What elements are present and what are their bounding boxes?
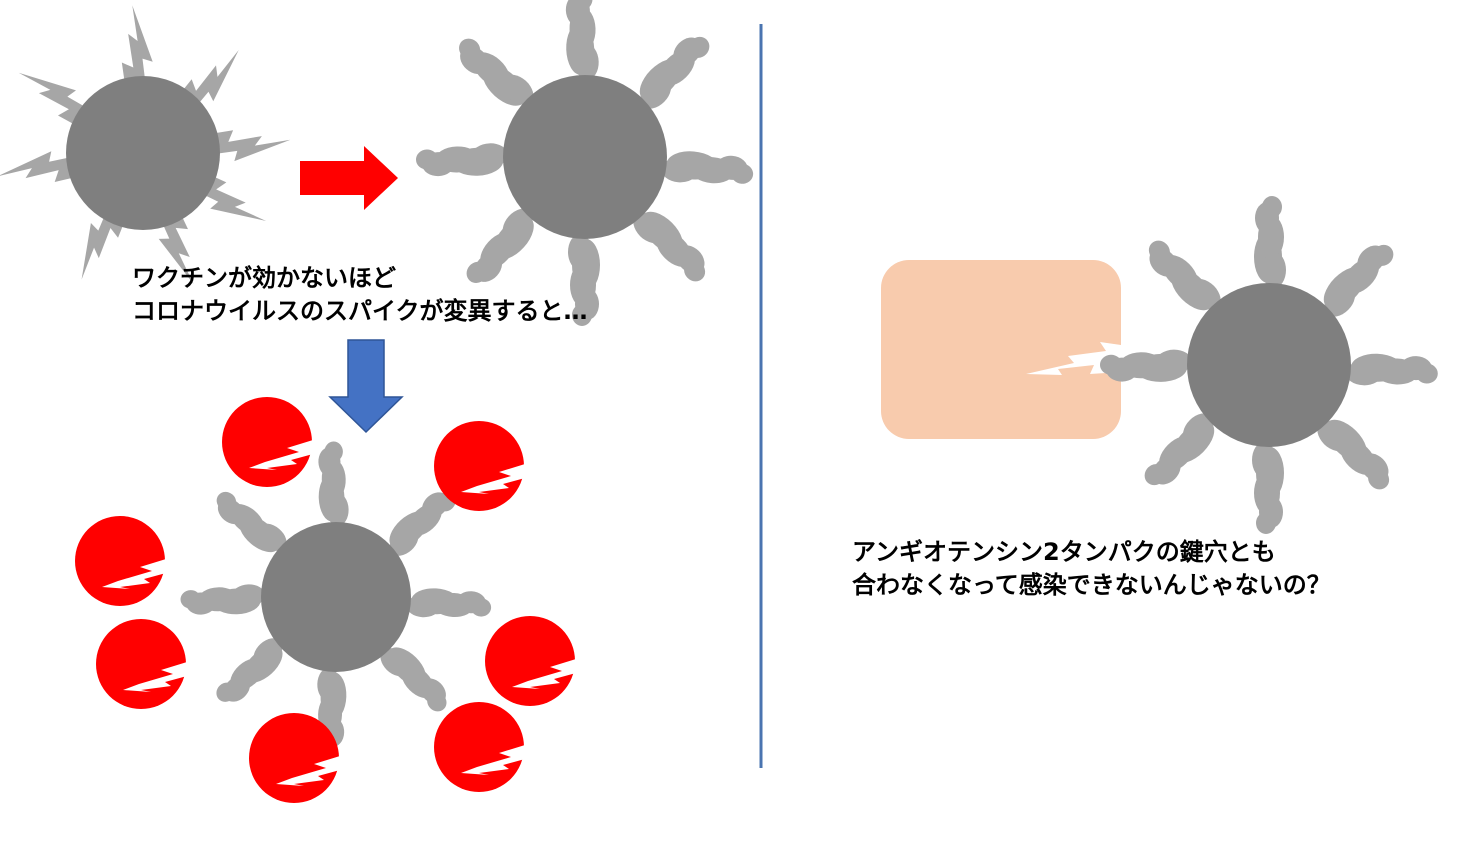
- arrow-down-icon: [328, 339, 404, 434]
- virus-mutated-right-icon: [1099, 196, 1439, 534]
- caption-right-line1: アンギオテンシン2タンパクの鍵穴とも: [852, 538, 1276, 566]
- antibody-icon: [96, 619, 187, 709]
- virus-original-icon: [0, 4, 293, 290]
- caption-left: ワクチンが効かないほど コロナウイルスのスパイクが変異すると…: [132, 262, 588, 328]
- antibody-icon: [434, 421, 525, 511]
- antibody-icon: [222, 397, 313, 487]
- caption-left-line1: ワクチンが効かないほど: [132, 264, 396, 292]
- antibody-icon: [434, 702, 525, 792]
- virus-mutated-icon: [415, 0, 755, 326]
- arrow-right-icon: [300, 146, 398, 210]
- caption-right-line2: 合わなくなって感染できないんじゃないの？: [852, 571, 1331, 599]
- virus-mutated-bottom-icon: [180, 441, 492, 753]
- caption-right: アンギオテンシン2タンパクの鍵穴とも 合わなくなって感染できないんじゃないの？: [852, 536, 1331, 602]
- receptor-icon: [881, 260, 1121, 439]
- antibody-icon: [485, 616, 576, 706]
- antibody-icon: [75, 516, 166, 606]
- caption-left-line2: コロナウイルスのスパイクが変異すると…: [132, 297, 588, 325]
